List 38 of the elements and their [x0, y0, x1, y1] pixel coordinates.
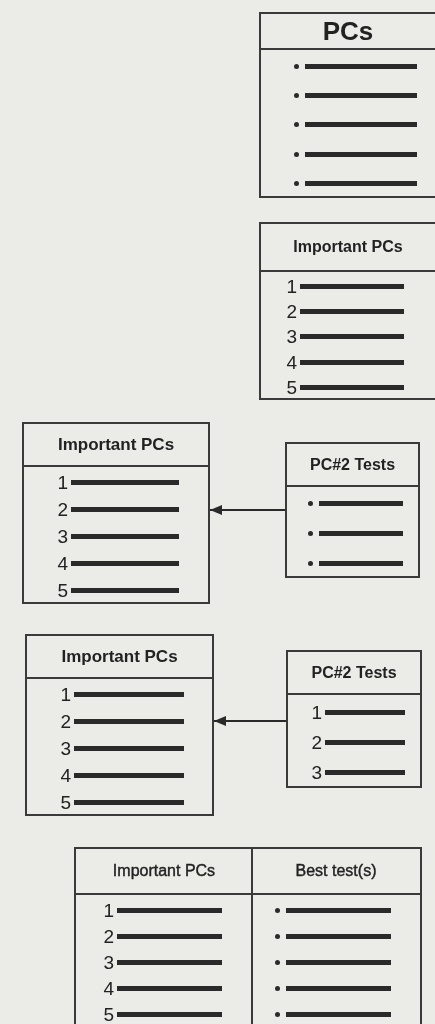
list-card — [259, 222, 435, 400]
list-card — [285, 442, 420, 578]
arrow — [209, 505, 286, 515]
list-number: 3 — [285, 327, 297, 347]
card-title: Important PCs — [27, 636, 212, 679]
list-number: 5 — [285, 377, 297, 397]
list-number: 2 — [102, 926, 114, 946]
list-number: 5 — [59, 793, 71, 812]
list-card — [286, 650, 422, 788]
list-number: 2 — [310, 733, 322, 752]
list-number: 4 — [59, 766, 71, 785]
card-title: PC#2 Tests — [288, 652, 420, 695]
list-number: 1 — [310, 702, 322, 722]
list-number: 1 — [102, 900, 114, 920]
list-number: 3 — [102, 952, 114, 972]
card-title: PCs — [261, 14, 435, 50]
arrow — [213, 716, 287, 726]
list-card — [22, 422, 210, 604]
list-card — [25, 634, 214, 816]
list-number: 1 — [285, 277, 297, 297]
list-number: 3 — [59, 739, 71, 758]
list-number: 4 — [285, 352, 297, 372]
list-number: 4 — [56, 554, 68, 573]
list-number: 4 — [102, 978, 114, 998]
list-number: 5 — [102, 1004, 114, 1024]
table — [74, 847, 422, 1024]
list-card — [259, 12, 435, 198]
card-title: Important PCs — [24, 424, 208, 467]
list-number: 2 — [285, 302, 297, 322]
list-number: 2 — [59, 712, 71, 731]
card-title: PC#2 Tests — [287, 444, 418, 487]
list-number: 1 — [59, 685, 71, 704]
list-number: 2 — [56, 500, 68, 519]
list-number: 3 — [56, 527, 68, 546]
card-title: Important PCs — [261, 224, 435, 272]
list-number: 3 — [310, 763, 322, 783]
list-number: 5 — [56, 581, 68, 600]
list-number: 1 — [56, 473, 68, 492]
